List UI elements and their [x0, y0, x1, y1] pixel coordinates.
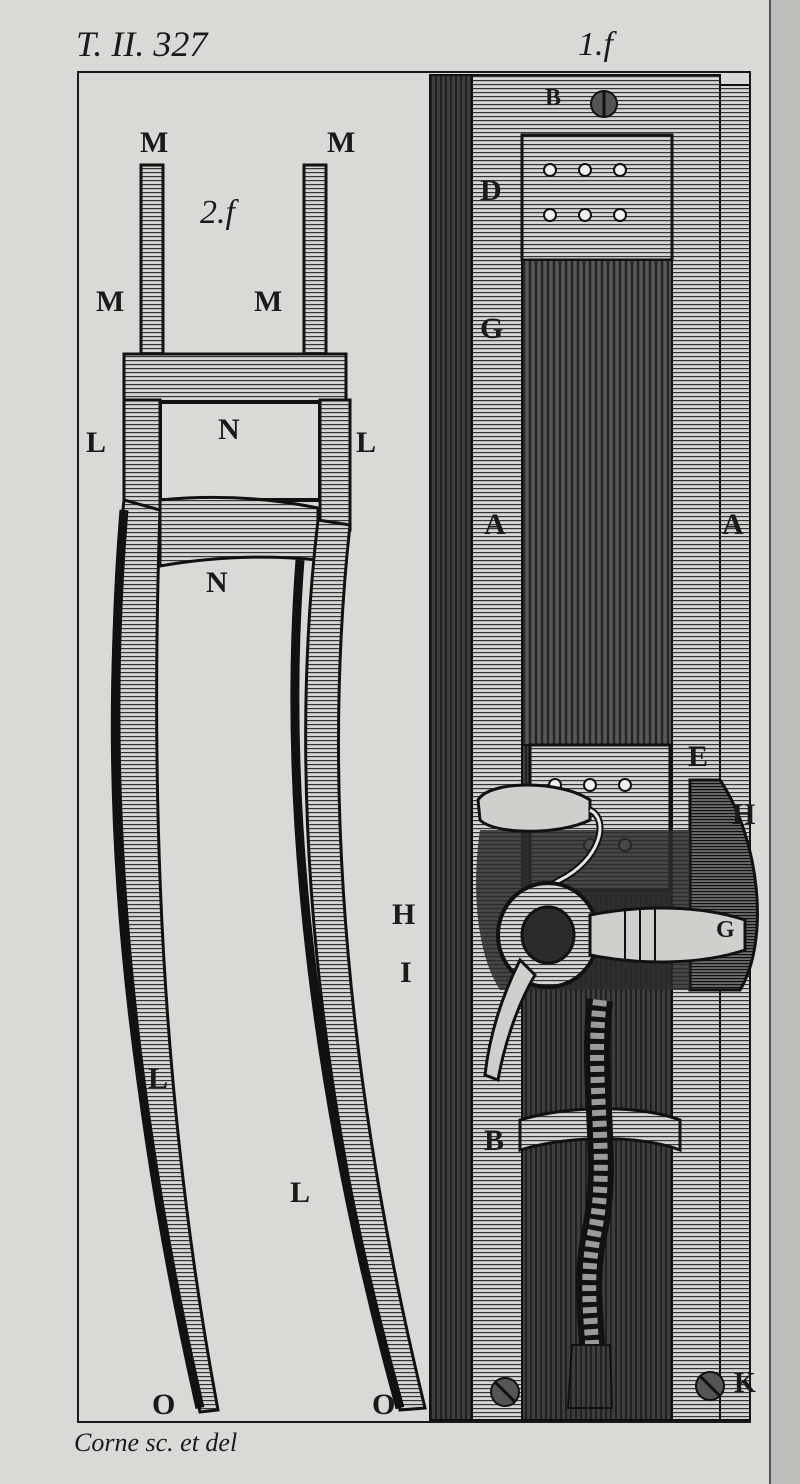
label-M: M: [327, 126, 356, 159]
label-A: A: [722, 508, 744, 541]
figure-2-drawing: [110, 163, 427, 1414]
label-N: N: [218, 413, 240, 446]
page-edge: [770, 0, 800, 1484]
label-M: M: [96, 285, 125, 318]
figure-1-drawing: [429, 74, 759, 1421]
label-L: L: [86, 426, 107, 459]
label-H: H: [392, 898, 416, 931]
label-M: M: [140, 126, 169, 159]
label-O: O: [152, 1388, 176, 1421]
label-B: B: [484, 1124, 505, 1157]
plate-number: T. II. 327: [76, 24, 208, 64]
label-L: L: [356, 426, 377, 459]
label-N: N: [206, 566, 228, 599]
label-A: A: [484, 508, 506, 541]
label-D: D: [480, 174, 502, 207]
figure-2-label: 2.f: [200, 194, 235, 231]
engraver-credit: Corne sc. et del: [74, 1428, 238, 1457]
label-L: L: [290, 1176, 311, 1209]
label-E: E: [688, 740, 709, 773]
label-I: I: [400, 956, 412, 989]
figure-1-label: 1.f: [578, 26, 613, 63]
label-K: K: [734, 1368, 756, 1399]
label-L: L: [148, 1062, 169, 1095]
label-H: H: [732, 798, 756, 831]
label-M: M: [254, 285, 283, 318]
label-G: G: [716, 917, 735, 943]
label-B: B: [545, 85, 562, 111]
label-O: O: [372, 1388, 396, 1421]
label-G: G: [480, 312, 504, 345]
